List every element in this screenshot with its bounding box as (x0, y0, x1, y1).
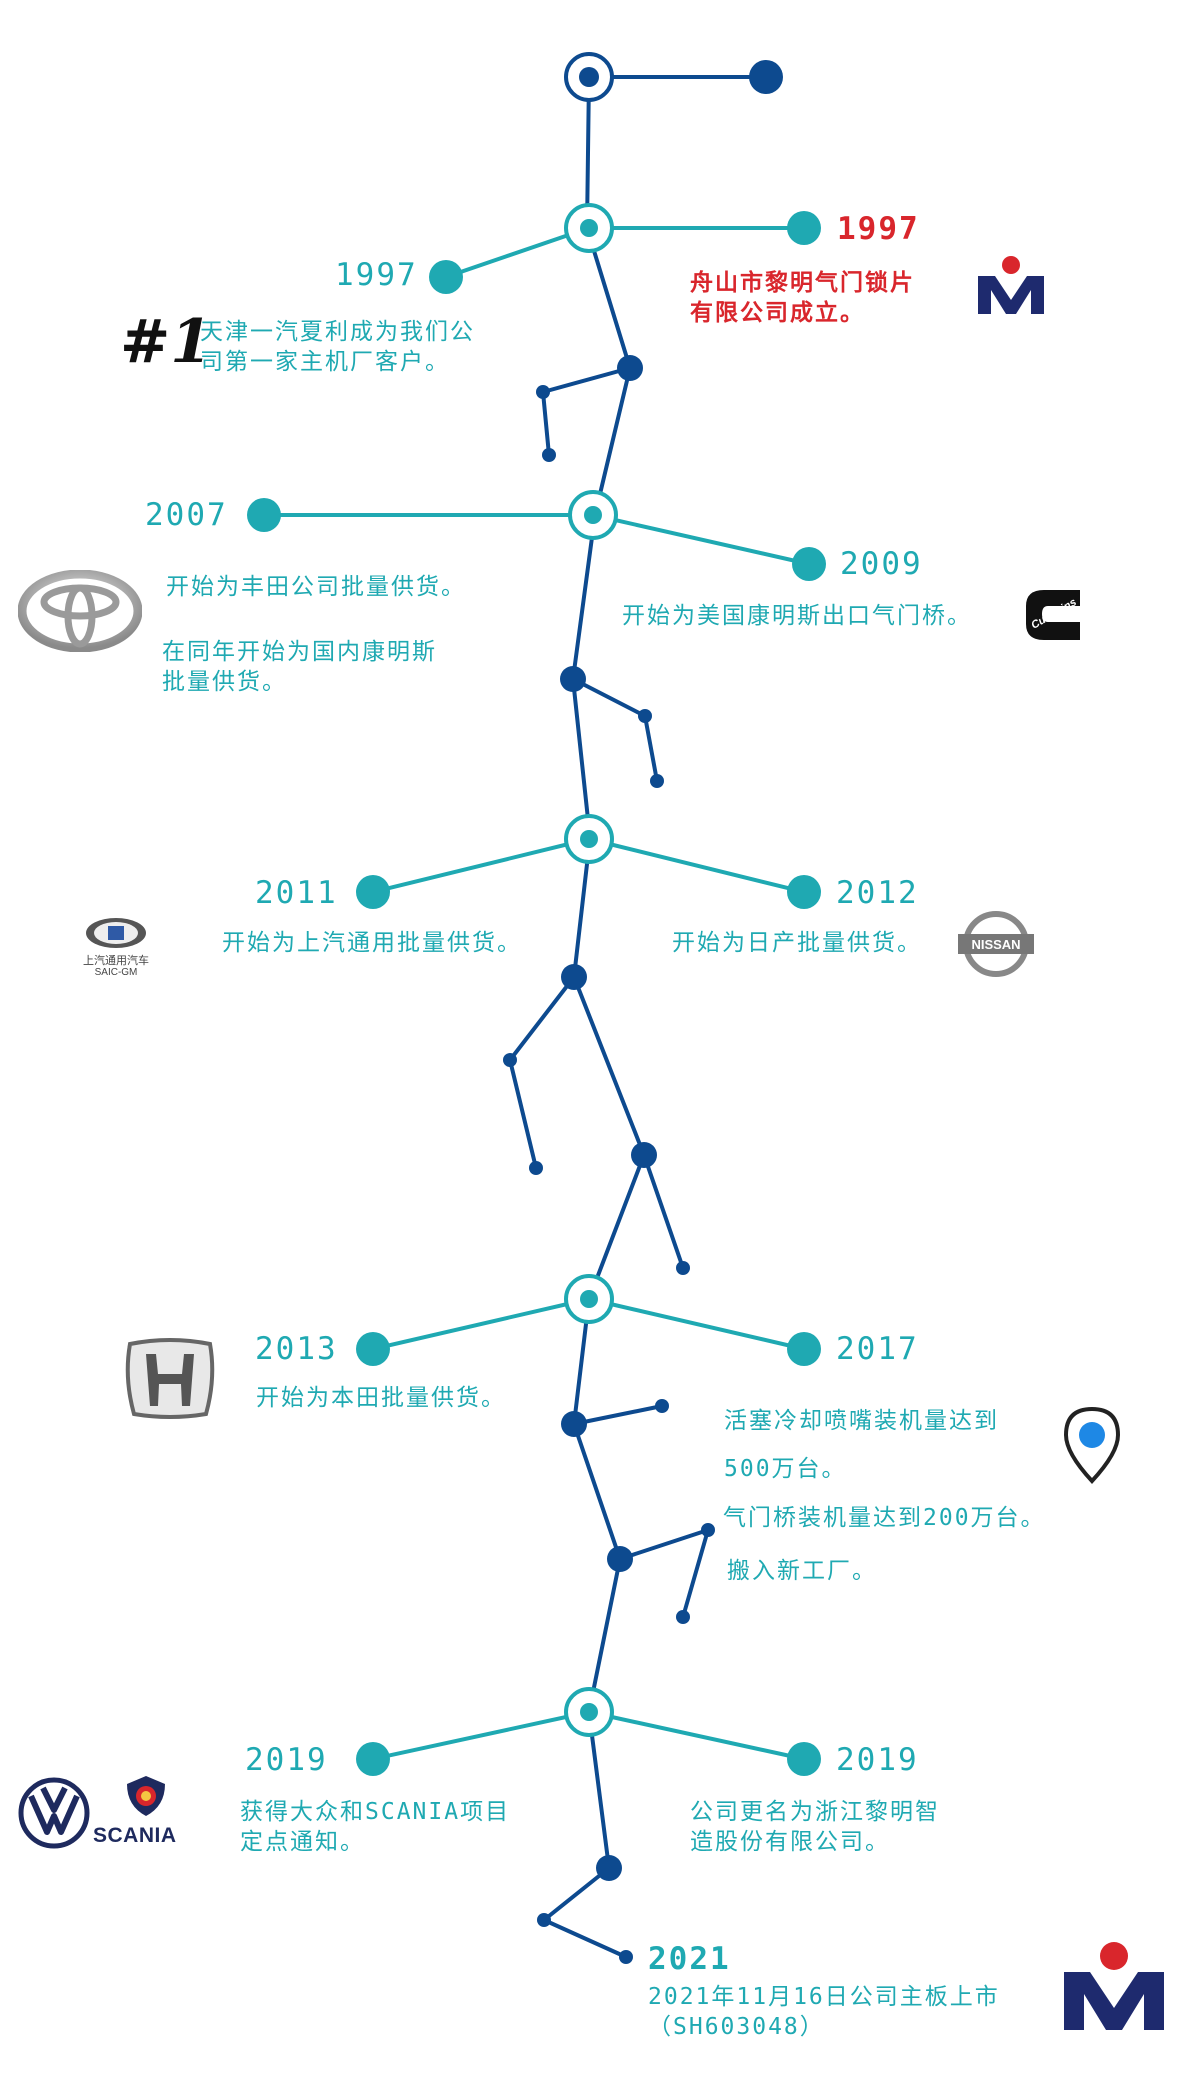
event-text: 在同年开始为国内康明斯 批量供货。 (162, 639, 437, 695)
nissan-logo: NISSAN (958, 911, 1034, 977)
event-text: 获得大众和SCANIA项目 定点通知。 (240, 1799, 511, 1855)
toyota-logo (18, 570, 142, 652)
event-text: 开始为日产批量供货。 (672, 930, 922, 956)
scania-wordmark: SCANIA (93, 1824, 177, 1847)
event-text: 开始为美国康明斯出口气门桥。 (622, 603, 972, 629)
year-branches (262, 226, 811, 1761)
event-text: 公司更名为浙江黎明智 造股份有限公司。 (690, 1799, 940, 1855)
event-year: 2011 (255, 875, 338, 911)
event-year: 2009 (840, 546, 923, 582)
event-text: 搬入新工厂。 (727, 1558, 877, 1584)
event-year: 2019 (245, 1742, 328, 1778)
event-text: 舟山市黎明气门锁片 有限公司成立。 (690, 270, 915, 326)
location-pin-icon (1063, 1406, 1121, 1484)
event-text: 开始为本田批量供货。 (256, 1385, 506, 1411)
year-endpoints (247, 211, 826, 1776)
event-year: 2017 (836, 1331, 919, 1367)
honda-logo (125, 1338, 215, 1419)
liming-logo (1064, 1942, 1164, 2030)
event-year: 2007 (145, 497, 228, 533)
event-year: 2012 (836, 875, 919, 911)
scania-emblem (127, 1776, 165, 1816)
cummins-logo: Cummins (1026, 590, 1080, 640)
large-dots (560, 60, 783, 1881)
event-text: 开始为上汽通用批量供货。 (222, 930, 522, 956)
vw-logo (18, 1777, 90, 1849)
event-text: 开始为丰田公司批量供货。 (166, 574, 466, 600)
event-year: 1997 (335, 257, 418, 293)
small-dots (503, 385, 715, 1964)
hub-nodes (564, 52, 618, 1737)
saic-gm-logo: 上汽通用汽车 SAIC-GM (66, 915, 166, 978)
event-text: 2021年11月16日公司主板上市 （SH603048） (648, 1984, 1000, 2040)
trunk-lines (508, 75, 768, 1959)
saic-gm-emblem (86, 918, 146, 948)
vw-scania-logo: SCANIA (17, 1774, 207, 1854)
event-year: 2019 (836, 1742, 919, 1778)
number-one-icon: #1 (120, 307, 213, 377)
event-year: 2021 (648, 1941, 731, 1977)
svg-text:NISSAN: NISSAN (971, 937, 1020, 952)
event-text: 天津一汽夏利成为我们公 司第一家主机厂客户。 (200, 319, 475, 375)
liming-logo (978, 256, 1044, 314)
event-year: 1997 (837, 211, 920, 247)
event-year: 2013 (255, 1331, 338, 1367)
event-text: 活塞冷却喷嘴装机量达到 500万台。 (724, 1408, 999, 1482)
event-text: 气门桥装机量达到200万台。 (723, 1505, 1046, 1531)
